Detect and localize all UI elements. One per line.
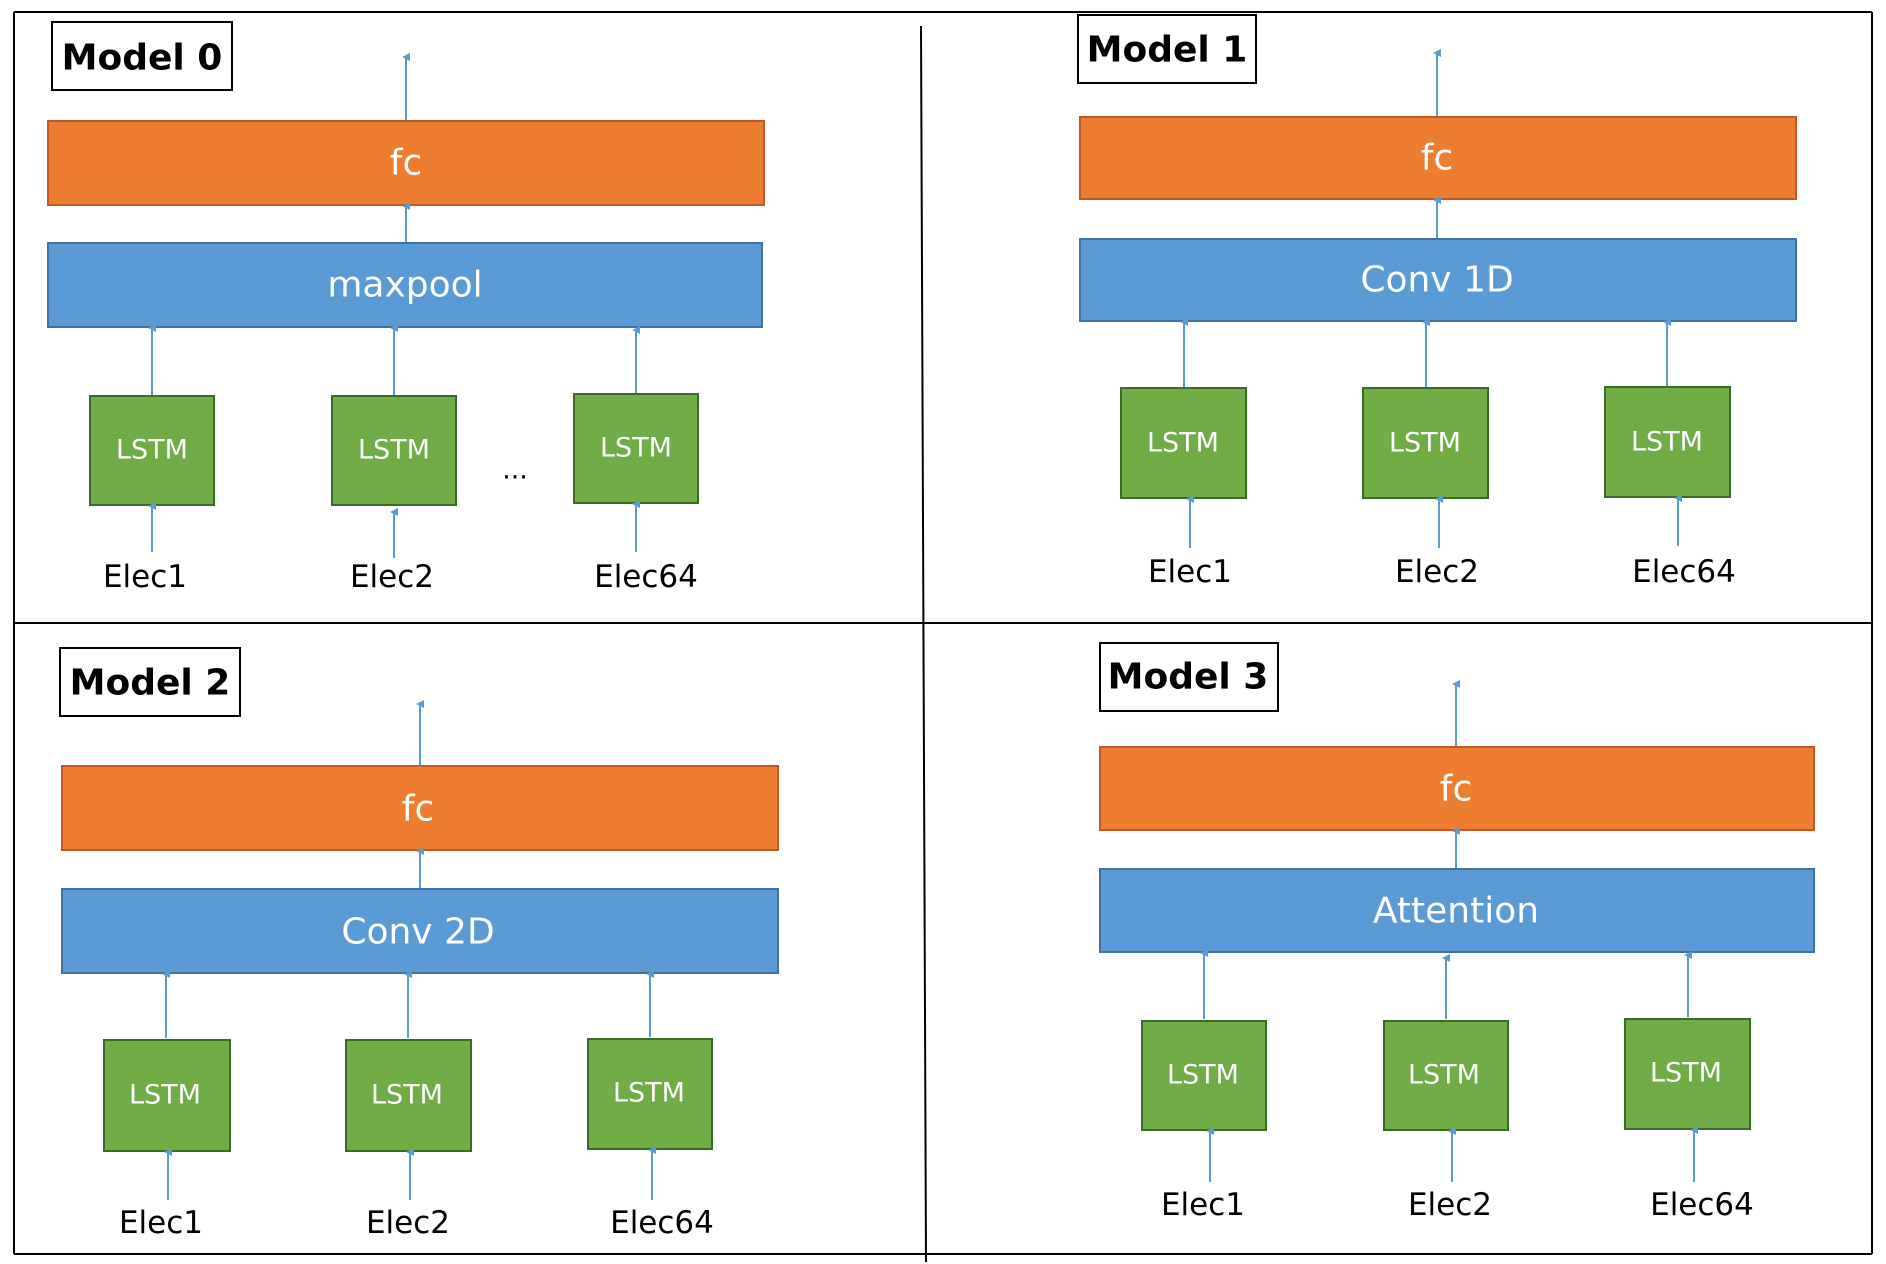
lstm-block-label: LSTM — [1147, 428, 1219, 459]
electrode-input-label: Elec2 — [366, 1205, 450, 1241]
lstm-block — [1362, 387, 1489, 499]
lstm-block — [1141, 1020, 1267, 1131]
panel-model-3: Model 3 fc Attention LSTM Elec1 LSTM Ele… — [1099, 642, 1815, 1223]
electrode-input-label: Elec2 — [1408, 1187, 1492, 1223]
fc-layer-label: fc — [1440, 769, 1472, 810]
lstm-block-label: LSTM — [1408, 1060, 1480, 1091]
lstm-block-label: LSTM — [1631, 427, 1703, 458]
lstm-block — [1624, 1018, 1751, 1130]
lstm-block-label: LSTM — [129, 1080, 201, 1111]
model-title-box — [1099, 642, 1279, 712]
lstm-block — [331, 395, 457, 506]
electrode-input-label: Elec64 — [610, 1205, 714, 1241]
conv-1d-layer — [1079, 238, 1797, 322]
conv-2d-layer-label: Conv 2D — [341, 912, 494, 953]
fc-layer — [1079, 116, 1797, 200]
lstm-block — [1120, 387, 1247, 499]
electrode-input-label: Elec2 — [350, 559, 434, 595]
lstm-block-label: LSTM — [1650, 1058, 1722, 1089]
lstm-block-label: LSTM — [613, 1078, 685, 1109]
electrode-input-label: Elec1 — [1161, 1187, 1245, 1223]
model-title-box — [51, 21, 233, 91]
panel-model-0: Model 0 fc maxpool LSTM Elec1 LSTM Elec2… — [47, 21, 765, 595]
electrode-input-label: Elec2 — [1395, 554, 1479, 590]
lstm-block-label: LSTM — [116, 435, 188, 466]
model-title-box — [1077, 14, 1257, 84]
fc-layer-label: fc — [1421, 138, 1453, 179]
lstm-block-label: LSTM — [371, 1080, 443, 1111]
lstm-block-label: LSTM — [1389, 428, 1461, 459]
lstm-block — [103, 1039, 231, 1152]
panel-model-1: Model 1 fc Conv 1D LSTM Elec1 LSTM Elec2… — [1077, 14, 1797, 590]
diagram-frame — [13, 11, 1873, 1263]
model-title: Model 3 — [1108, 657, 1269, 698]
electrode-input-label: Elec1 — [119, 1205, 203, 1241]
fc-layer — [47, 120, 765, 206]
vertical-divider — [920, 25, 927, 1263]
fc-layer-label: fc — [402, 789, 434, 830]
panel-model-2: Model 2 fc Conv 2D LSTM Elec1 LSTM Elec2… — [59, 647, 779, 1241]
electrode-input-label: Elec1 — [103, 559, 187, 595]
electrode-input-label: Elec64 — [594, 559, 698, 595]
attention-layer — [1099, 868, 1815, 953]
attention-layer-label: Attention — [1373, 891, 1539, 932]
lstm-block-label: LSTM — [600, 433, 672, 464]
lstm-block — [1604, 386, 1731, 498]
electrode-input-label: Elec64 — [1650, 1187, 1754, 1223]
electrode-input-label: Elec64 — [1632, 554, 1736, 590]
maxpool-layer-label: maxpool — [327, 265, 482, 306]
model-title-box — [59, 647, 241, 717]
lstm-block-label: LSTM — [358, 435, 430, 466]
conv-1d-layer-label: Conv 1D — [1360, 260, 1513, 301]
lstm-block — [587, 1038, 713, 1150]
maxpool-layer — [47, 242, 763, 328]
ellipsis-more-electrodes: ... — [502, 455, 528, 486]
fc-layer-label: fc — [390, 143, 422, 184]
conv-2d-layer — [61, 888, 779, 974]
lstm-block-label: LSTM — [1167, 1060, 1239, 1091]
lstm-block — [1383, 1020, 1509, 1131]
fc-layer — [1099, 746, 1815, 831]
model-title: Model 2 — [70, 663, 231, 704]
model-title: Model 0 — [62, 38, 223, 79]
model-title: Model 1 — [1087, 30, 1248, 71]
electrode-input-label: Elec1 — [1148, 554, 1232, 590]
